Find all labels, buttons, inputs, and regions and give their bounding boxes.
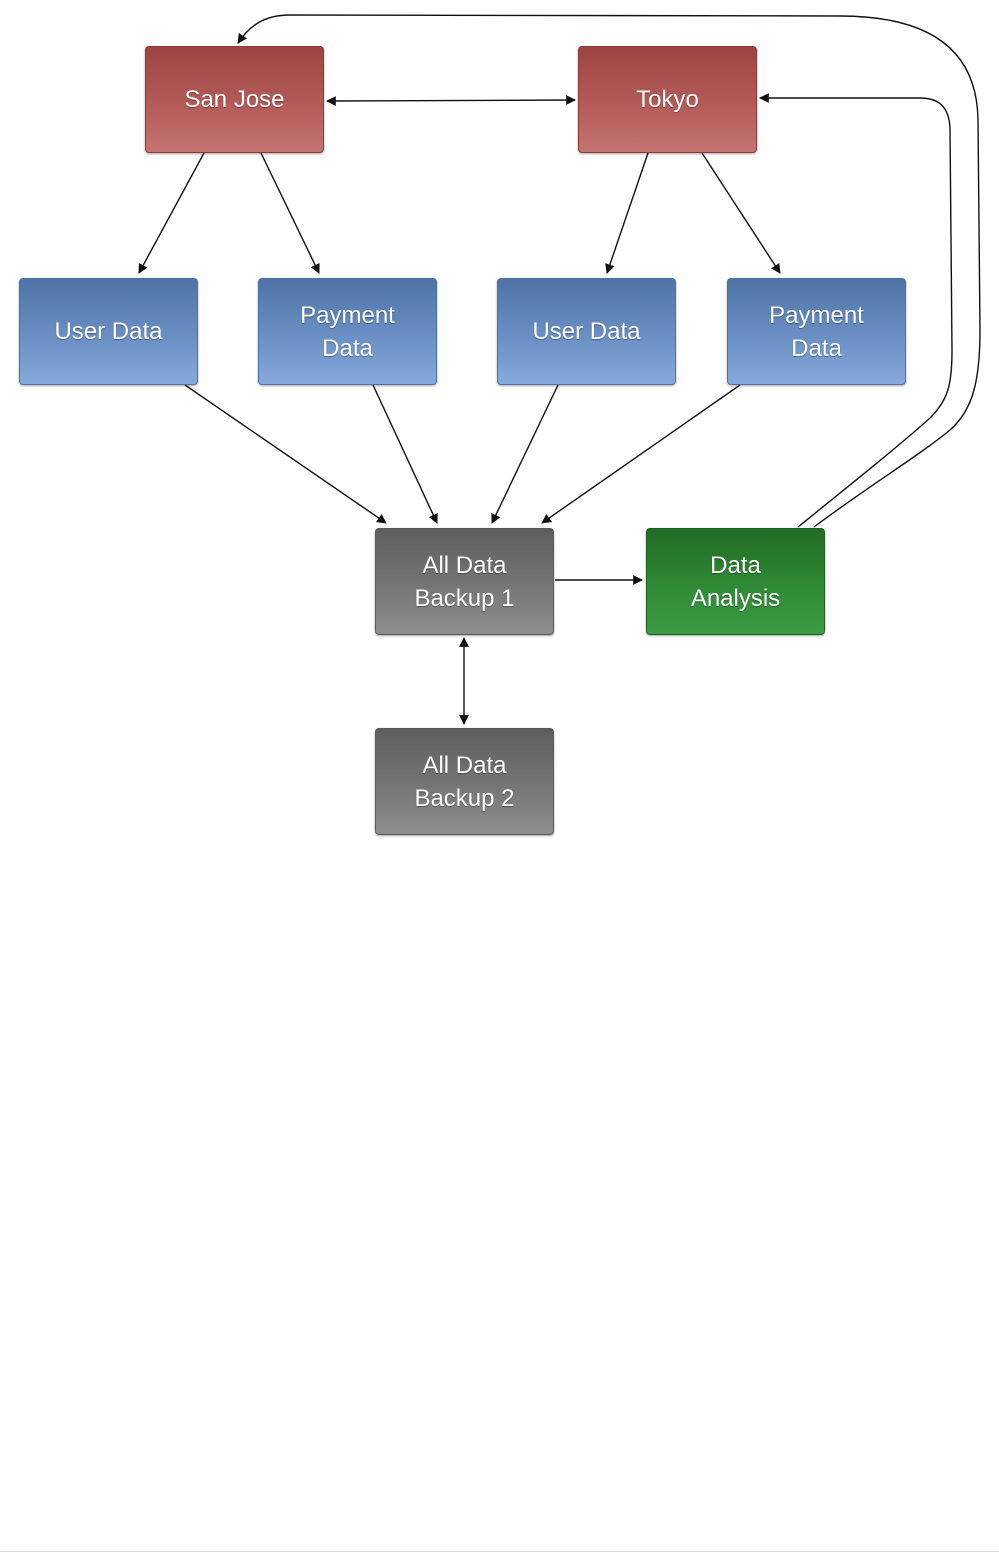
node-label: San Jose (184, 86, 285, 113)
node-tk-user-data[interactable]: User Data (497, 278, 676, 385)
edge-tk-paymentdata-to-backup1 (541, 384, 741, 524)
node-label: Payment Data (300, 301, 395, 362)
node-backup-1[interactable]: All Data Backup 1 (375, 528, 554, 635)
node-tk-payment-data[interactable]: Payment Data (727, 278, 906, 385)
node-label: User Data (54, 318, 163, 345)
node-label: All Data Backup 2 (414, 751, 515, 812)
node-tokyo[interactable]: Tokyo (578, 46, 757, 153)
node-data-analysis[interactable]: Data Analysis (646, 528, 825, 635)
node-label: Payment Data (769, 301, 864, 362)
node-label: Tokyo (636, 86, 699, 113)
node-label: All Data Backup 1 (414, 551, 515, 612)
node-label: User Data (532, 318, 641, 345)
edge-tokyo-to-userdata (605, 152, 649, 274)
node-backup-2[interactable]: All Data Backup 2 (375, 728, 554, 835)
edge-sj-paymentdata-to-backup1 (372, 384, 438, 524)
edge-tokyo-to-paymentdata (701, 152, 781, 274)
edge-analysis-to-tokyo (759, 93, 953, 528)
node-san-jose[interactable]: San Jose (145, 46, 324, 153)
edge-sanjose-to-paymentdata (260, 152, 320, 274)
node-sj-payment-data[interactable]: Payment Data (258, 278, 437, 385)
edge-sanjose-tokyo (326, 95, 576, 106)
node-label: Data Analysis (690, 551, 781, 612)
edge-sj-userdata-to-backup1 (184, 384, 387, 524)
edge-analysis-to-sanjose (237, 14, 981, 528)
edge-sanjose-to-userdata (138, 152, 205, 274)
edge-tk-userdata-to-backup1 (491, 384, 559, 524)
node-sj-user-data[interactable]: User Data (19, 278, 198, 385)
page-bottom-border (0, 1551, 999, 1552)
